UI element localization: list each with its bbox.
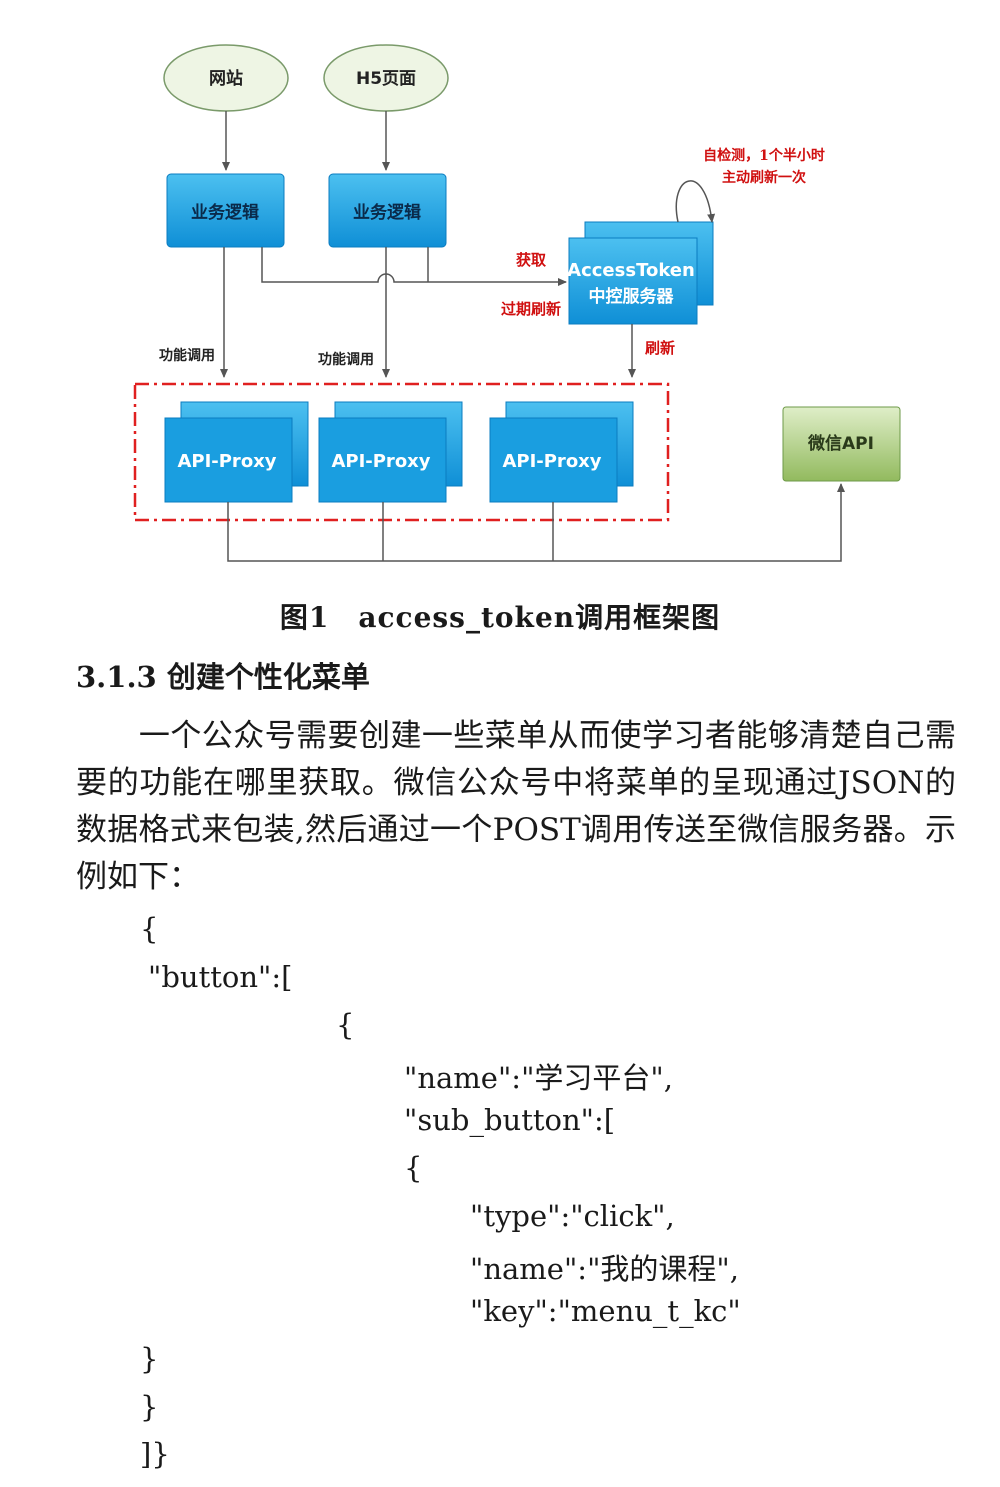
code-line: ]} xyxy=(140,1437,170,1471)
api-proxy-1-node: API-Proxy xyxy=(164,401,309,503)
func-call-left-label: 功能调用 xyxy=(159,347,215,364)
access-token-architecture-diagram: 网站 H5页面 业务逻辑 业务逻辑 功能调用 功能调用 AccessToken … xyxy=(133,44,901,562)
self-check-label-1: 自检测，1个半小时 xyxy=(703,147,825,164)
paragraph-text: 一个公众号需要创建一些菜单从而使学习者能够清楚自己需要的功能在哪里获取。微信公众… xyxy=(76,718,956,895)
token-server-line1: AccessToken xyxy=(567,260,695,281)
business-logic-left-label: 业务逻辑 xyxy=(191,202,259,223)
website-label: 网站 xyxy=(209,68,243,89)
self-check-label-2: 主动刷新一次 xyxy=(722,169,806,186)
wechat-api-node: 微信API xyxy=(782,406,901,482)
api-proxy-2-label: API-Proxy xyxy=(331,451,430,472)
api-proxy-2-node: API-Proxy xyxy=(318,401,463,503)
arrow-proxies-to-wechat xyxy=(227,483,845,562)
code-line: { xyxy=(404,1151,423,1185)
business-logic-right-label: 业务逻辑 xyxy=(353,202,421,223)
business-logic-left-node: 业务逻辑 xyxy=(166,173,285,248)
code-line: "name":"学习平台", xyxy=(404,1061,673,1095)
wechat-api-label: 微信API xyxy=(807,433,874,454)
business-logic-right-node: 业务逻辑 xyxy=(328,173,447,248)
code-line: "sub_button":[ xyxy=(404,1103,616,1137)
fetch-label: 获取 xyxy=(516,251,547,269)
arrow-logic-to-token-server xyxy=(261,247,567,286)
h5-page-node: H5页面 xyxy=(323,44,449,112)
expire-refresh-label: 过期刷新 xyxy=(501,300,561,318)
section-heading: 3.1.3 创建个性化菜单 xyxy=(76,660,370,694)
website-node: 网站 xyxy=(163,44,289,112)
code-line: } xyxy=(140,1342,159,1376)
api-proxy-3-node: API-Proxy xyxy=(489,401,634,503)
code-line: "key":"menu_t_kc" xyxy=(470,1294,741,1328)
code-line: "name":"我的课程", xyxy=(470,1252,739,1286)
code-line: "type":"click", xyxy=(470,1199,675,1233)
code-line: } xyxy=(140,1390,159,1424)
code-line: "button":[ xyxy=(148,960,293,994)
code-line: { xyxy=(140,912,159,946)
api-proxy-1-label: API-Proxy xyxy=(177,451,276,472)
h5-page-label: H5页面 xyxy=(356,69,416,89)
self-check-loop-arrow xyxy=(675,180,716,223)
proxy-group-border xyxy=(133,382,670,522)
figure-caption: 图1 access_token调用框架图 xyxy=(279,601,721,634)
body-paragraph: 一个公众号需要创建一些菜单从而使学习者能够清楚自己需要的功能在哪里获取。微信公众… xyxy=(76,713,956,901)
access-token-server-node: AccessToken 中控服务器 xyxy=(567,221,714,325)
api-proxy-3-label: API-Proxy xyxy=(502,451,601,472)
refresh-label: 刷新 xyxy=(645,339,675,357)
func-call-right-label: 功能调用 xyxy=(318,351,374,368)
token-server-line2: 中控服务器 xyxy=(589,286,675,307)
code-line: { xyxy=(336,1008,355,1042)
